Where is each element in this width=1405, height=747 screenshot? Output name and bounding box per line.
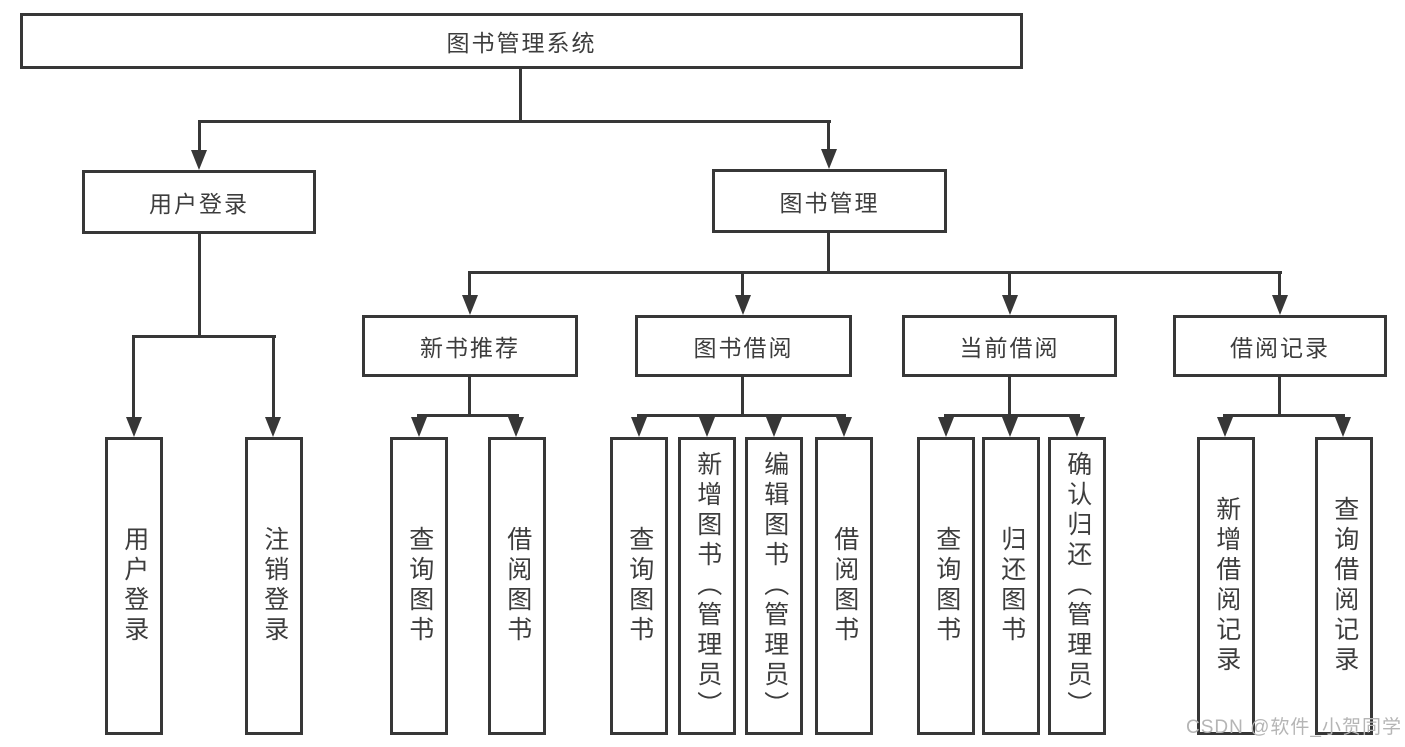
connector-line [198, 120, 831, 123]
connector-line [198, 120, 201, 152]
connector-line [468, 377, 471, 417]
connector-line [637, 414, 846, 417]
arrow-down-icon [1217, 417, 1233, 437]
connector-line [944, 414, 1080, 417]
leaf-add-book-admin: 新增图书（管理员） [678, 437, 736, 735]
arrow-down-icon [265, 417, 281, 437]
leaf-search-borrow-record: 查询借阅记录 [1315, 437, 1373, 735]
arrow-down-icon [1002, 417, 1018, 437]
connector-line [1008, 377, 1011, 417]
connector-line [132, 335, 135, 419]
arrow-down-icon [735, 295, 751, 315]
node-book-borrowing: 图书借阅 [635, 315, 852, 377]
connector-line [1008, 271, 1011, 297]
arrow-down-icon [1002, 295, 1018, 315]
arrow-down-icon [508, 417, 524, 437]
arrow-down-icon [191, 150, 207, 170]
connector-line [1278, 377, 1281, 417]
connector-line [741, 377, 744, 417]
arrow-down-icon [1335, 417, 1351, 437]
connector-line [827, 233, 830, 274]
connector-line [1278, 271, 1281, 297]
leaf-search-books-recommend: 查询图书 [390, 437, 448, 735]
arrow-down-icon [938, 417, 954, 437]
arrow-down-icon [821, 149, 837, 169]
node-book-management: 图书管理 [712, 169, 947, 233]
node-borrowing-records: 借阅记录 [1173, 315, 1387, 377]
leaf-search-books-borrowing: 查询图书 [610, 437, 668, 735]
connector-line [1223, 414, 1345, 417]
arrow-down-icon [836, 417, 852, 437]
leaf-user-login: 用户登录 [105, 437, 163, 735]
connector-line [519, 69, 522, 123]
leaf-add-borrow-record: 新增借阅记录 [1197, 437, 1255, 735]
leaf-search-books-current: 查询图书 [917, 437, 975, 735]
leaf-return-books: 归还图书 [982, 437, 1040, 735]
connector-line [132, 335, 276, 338]
connector-line [417, 414, 519, 417]
arrow-down-icon [411, 417, 427, 437]
watermark-text: CSDN @软件_小贺同学 [1186, 717, 1402, 738]
arrow-down-icon [1272, 295, 1288, 315]
connector-line [741, 271, 744, 297]
leaf-edit-book-admin: 编辑图书（管理员） [745, 437, 803, 735]
node-library-management-system: 图书管理系统 [20, 13, 1023, 69]
arrow-down-icon [631, 417, 647, 437]
connector-line [468, 271, 1282, 274]
connector-line [272, 335, 275, 419]
leaf-borrow-books-recommend: 借阅图书 [488, 437, 546, 735]
connector-line [827, 120, 830, 151]
leaf-confirm-return-admin: 确认归还（管理员） [1048, 437, 1106, 735]
arrow-down-icon [126, 417, 142, 437]
leaf-borrow-books-borrowing: 借阅图书 [815, 437, 873, 735]
connector-line [198, 234, 201, 338]
arrow-down-icon [699, 417, 715, 437]
leaf-logout: 注销登录 [245, 437, 303, 735]
node-new-book-recommendation: 新书推荐 [362, 315, 578, 377]
node-current-borrowing: 当前借阅 [902, 315, 1117, 377]
node-user-login: 用户登录 [82, 170, 316, 234]
arrow-down-icon [766, 417, 782, 437]
arrow-down-icon [1069, 417, 1085, 437]
connector-line [468, 271, 471, 297]
arrow-down-icon [462, 295, 478, 315]
